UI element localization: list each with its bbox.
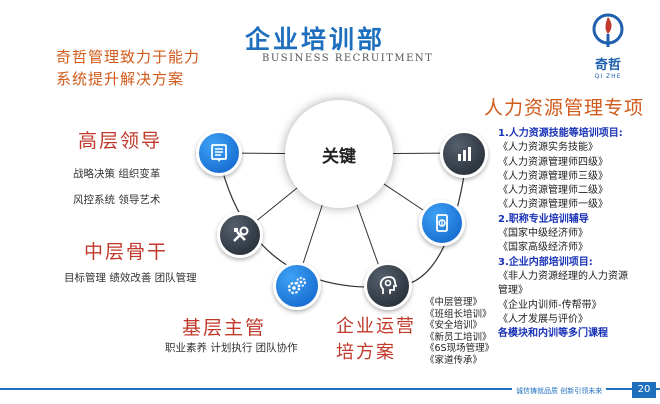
list-item: 《新员工培训》 (425, 331, 492, 343)
tagline-line-2: 系统提升解决方案 (56, 70, 185, 88)
bar-chart-icon (458, 147, 471, 161)
page-subtitle: BUSINESS RECRUITMENT (262, 53, 434, 64)
list-item: 《企业内训师-传帮带》 (498, 299, 602, 311)
footer-divider (0, 388, 660, 390)
list-item: 《班组长培训》 (425, 308, 492, 320)
hr-section-title: 人力资源管理专项 (484, 97, 645, 119)
hr-heading: 2.职称专业培训辅导 (498, 213, 589, 225)
operations-course-list: 《中层管理》 《班组长培训》 《安全培训》 《新员工培训》 《6S现场管理》 《… (425, 297, 494, 367)
hr-heading: 3.企业内部培训项目: (498, 256, 593, 268)
tagline: 奇哲管理致力于能力 系统提升解决方案 (56, 46, 200, 90)
hr-course-list: 1.人力资源技能等培训项目: 《人力资源实务技能》 《人力资源管理师四级》 《人… (498, 127, 658, 341)
list-item: 《国家高级经济师》 (498, 242, 588, 254)
list-item: 《人力资源管理师四级》 (498, 156, 608, 168)
list-item: 《人力资源实务技能》 (498, 142, 598, 154)
logo-emblem-icon (592, 13, 624, 47)
operations-title-line-2: 培方案 (336, 342, 396, 363)
list-item: 《人力资源管理师一级》 (498, 199, 608, 211)
company-logo: 奇哲 QI ZHE (586, 12, 630, 80)
node-mobile (419, 200, 465, 246)
middle-line-1: 目标管理 绩效改善 团队管理 (64, 272, 197, 284)
mobile-payment-icon (436, 214, 448, 232)
list-item: 《人力资源管理师二级》 (498, 185, 608, 197)
operations-title-line-1: 企业运营 (336, 316, 416, 337)
logo-name: 奇哲 (594, 58, 621, 73)
tagline-line-1: 奇哲管理致力于能力 (56, 48, 201, 66)
list-item: 管理》 (498, 285, 528, 297)
hr-heading: 各模块和内训等多门课程 (498, 328, 608, 340)
list-item: 《家道传承》 (425, 354, 483, 366)
middle-title: 中层骨干 (84, 241, 169, 263)
list-item: 《中层管理》 (425, 297, 483, 308)
gears-icon (287, 277, 306, 295)
center-label: 关键 (322, 146, 356, 167)
senior-line-2: 风控系统 领导艺术 (73, 194, 161, 206)
head-gear-icon (379, 276, 398, 294)
list-item: 《国家中级经济师》 (498, 228, 588, 240)
tools-icon (233, 226, 249, 242)
center-key-circle: 关键 (285, 100, 393, 208)
frontline-line-1: 职业素养 计划执行 团队协作 (165, 342, 298, 354)
frontline-title: 基层主管 (182, 317, 267, 339)
list-item: 《6S现场管理》 (425, 343, 495, 355)
list-item: 《人才发展与评价》 (498, 313, 588, 325)
list-item: 《安全培训》 (425, 320, 483, 332)
hr-heading: 1.人力资源技能等培训项目: (498, 128, 623, 139)
node-analytics (440, 130, 488, 178)
page-number: 20 (632, 382, 656, 398)
node-frontline (273, 262, 321, 310)
node-operations (364, 262, 412, 310)
list-item: 《人力资源管理师三级》 (498, 170, 608, 182)
senior-title: 高层领导 (78, 130, 163, 152)
node-middle (217, 212, 263, 258)
page-title: 企业培训部 (245, 25, 386, 54)
list-item: 《非人力资源经理的人力资源 (498, 270, 628, 282)
footer-slogan: 诚信铸就品质 创新引领未来 (512, 386, 607, 396)
document-icon (211, 144, 227, 162)
logo-pinyin: QI ZHE (594, 73, 622, 80)
senior-line-1: 战略决策 组织变革 (73, 168, 161, 180)
node-senior (196, 130, 242, 176)
operations-title: 企业运营 培方案 (336, 314, 416, 366)
